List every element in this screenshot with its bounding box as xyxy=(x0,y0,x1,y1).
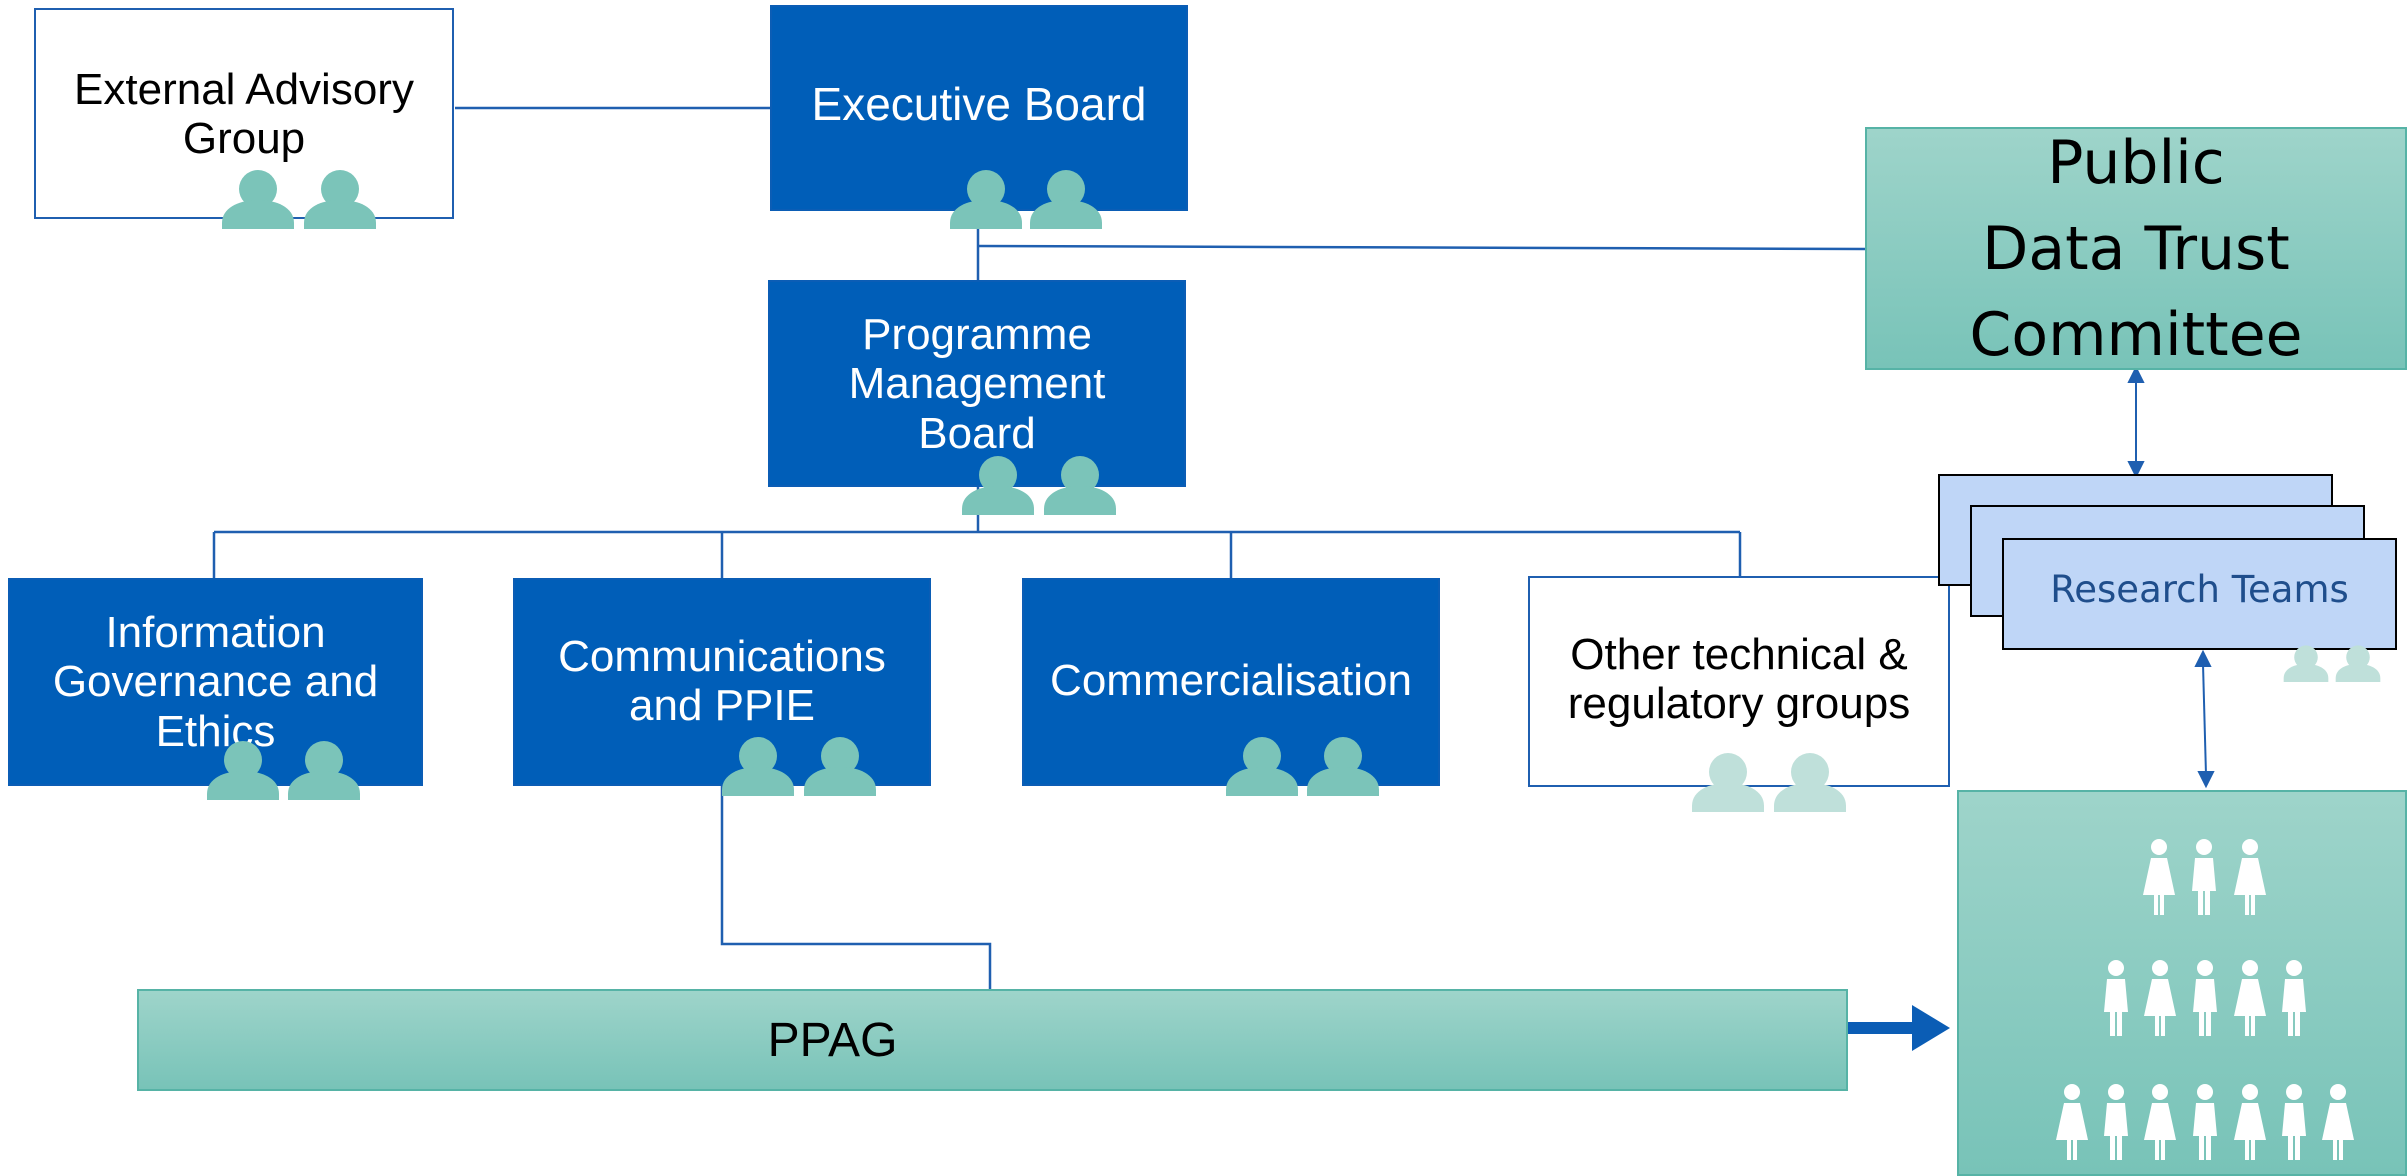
people-pair-icon xyxy=(2283,645,2329,682)
arrowhead-up-trust xyxy=(2127,365,2145,383)
research-team-card-front: Research Teams xyxy=(2002,538,2397,650)
ppag-label: PPAG xyxy=(767,1013,898,1067)
communications-ppie-box: Communications and PPIE xyxy=(513,578,931,786)
other-technical-groups-box: Other technical & regulatory groups xyxy=(1528,576,1950,787)
external-advisory-label: External Advisory Group xyxy=(74,65,414,164)
arrowhead-up-research xyxy=(2194,649,2212,667)
people-pair-icon xyxy=(1307,737,1379,796)
trust-line-2: Data Trust xyxy=(1982,213,2290,284)
executive-board-label: Executive Board xyxy=(811,78,1147,130)
people-pair-icon xyxy=(722,737,794,796)
public-data-trust-committee-box: Public Data Trust Committee xyxy=(1865,127,2407,370)
info-gov-label: Information Governance and Ethics xyxy=(52,608,379,756)
ppag-box: PPAG xyxy=(137,989,1848,1091)
people-pair-icon xyxy=(288,741,360,800)
research-teams-label: Research Teams xyxy=(2050,567,2349,611)
arrowhead-down-research xyxy=(2127,461,2145,479)
commercialisation-box: Commercialisation xyxy=(1022,578,1440,786)
people-pair-icon xyxy=(1692,753,1764,812)
people-pair-icon xyxy=(962,456,1034,515)
comms-ppag-link xyxy=(720,785,992,989)
people-pair-icon xyxy=(222,170,294,229)
people-pair-icon xyxy=(1030,170,1102,229)
information-governance-box: Information Governance and Ethics xyxy=(8,578,423,786)
external-advisory-group-box: External Advisory Group xyxy=(34,8,454,219)
commercial-label: Commercialisation xyxy=(1050,656,1412,705)
research-public-link xyxy=(2202,663,2207,776)
people-pair-icon xyxy=(304,170,376,229)
trust-line-1: Public xyxy=(2047,127,2225,198)
people-pair-icon xyxy=(804,737,876,796)
people-pair-icon xyxy=(207,741,279,800)
people-pair-icon xyxy=(1774,753,1846,812)
programme-board-label: Programme Management Board xyxy=(848,310,1106,458)
other-groups-label: Other technical & regulatory groups xyxy=(1567,630,1911,729)
people-pair-icon xyxy=(2335,645,2381,682)
people-pair-icon xyxy=(950,170,1022,229)
programme-management-board-box: Programme Management Board xyxy=(768,280,1186,487)
executive-trust-link xyxy=(977,244,1867,251)
people-pair-icon xyxy=(1044,456,1116,515)
arrowhead-down-public xyxy=(2197,771,2215,789)
trust-line-3: Committee xyxy=(1969,299,2303,370)
comms-label: Communications and PPIE xyxy=(558,632,886,731)
people-pair-icon xyxy=(1226,737,1298,796)
public-crowd-icon xyxy=(2056,839,2354,1160)
